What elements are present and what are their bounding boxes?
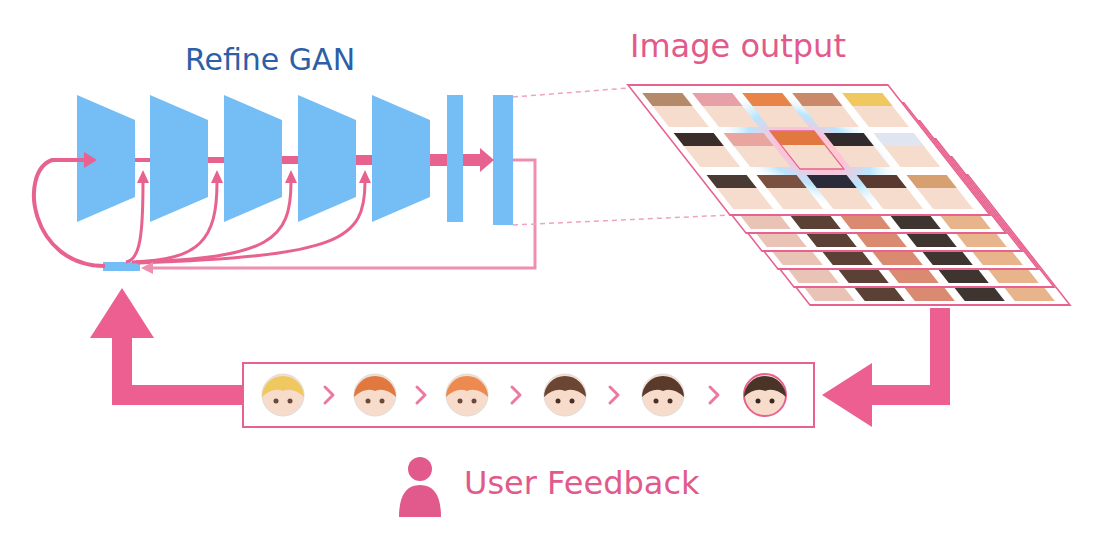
feedback-curve — [126, 182, 143, 262]
chevron — [325, 387, 333, 403]
arrow-head — [141, 262, 153, 274]
feedback-curve — [132, 182, 217, 262]
network-block: Refine GAN — [70, 40, 513, 278]
flow-line — [135, 158, 150, 162]
block-heading: Refine GAN — [185, 43, 355, 78]
image-stack — [628, 85, 1070, 305]
arrow-head — [359, 170, 371, 183]
chevron — [512, 387, 520, 403]
flow-line — [356, 155, 372, 165]
projection-line — [513, 215, 730, 225]
flow-line — [463, 154, 480, 166]
rank-chevrons — [325, 387, 718, 403]
flow-arrow — [513, 88, 628, 97]
avatar — [446, 374, 488, 416]
flow-line — [282, 156, 298, 164]
arrow-head — [137, 170, 149, 183]
avatar — [544, 374, 586, 416]
flow-line — [430, 154, 447, 166]
flow-arrow — [822, 308, 940, 427]
chevron — [610, 387, 618, 403]
feedback-curve — [136, 182, 291, 262]
layer-bar — [493, 95, 513, 225]
generator-network — [77, 95, 513, 271]
arrow-head — [285, 170, 297, 183]
user-body — [399, 485, 441, 517]
plane-frame — [628, 85, 990, 215]
loop-line — [152, 160, 535, 268]
avatar — [642, 374, 684, 416]
connector-line — [122, 338, 242, 395]
avatar — [354, 374, 396, 416]
arrow-head — [211, 170, 223, 183]
flow-heads — [84, 148, 494, 274]
conv-block — [77, 95, 135, 222]
arrow-head — [822, 363, 872, 427]
conv-block — [224, 95, 282, 222]
conv-block — [372, 95, 430, 222]
ranked-avatars — [262, 374, 786, 416]
chevron — [417, 387, 425, 403]
user-icon — [399, 457, 441, 517]
output-stack: Image output — [628, 28, 1078, 308]
feedback-bar: User Feedback — [242, 362, 815, 428]
layer-bar — [447, 95, 463, 222]
block-heading: Image output — [630, 28, 846, 65]
avatar — [744, 374, 786, 416]
conv-block — [298, 95, 356, 222]
arrow-head — [84, 152, 97, 168]
arrow-head — [480, 148, 494, 172]
avatar — [262, 374, 304, 416]
thumbnail-grid — [642, 93, 973, 209]
arrow-head — [90, 288, 154, 338]
flow-arrow — [90, 288, 242, 395]
image-plane — [628, 85, 990, 215]
chevron — [710, 387, 718, 403]
conv-block — [150, 95, 208, 222]
connector-line — [513, 88, 628, 97]
connector-line — [872, 308, 940, 395]
feedback-curve — [34, 160, 105, 266]
feature-flow — [34, 160, 535, 268]
feedback-curve — [138, 182, 365, 263]
block-heading: User Feedback — [464, 465, 700, 502]
flow-line — [208, 157, 224, 163]
user-head — [408, 457, 432, 481]
